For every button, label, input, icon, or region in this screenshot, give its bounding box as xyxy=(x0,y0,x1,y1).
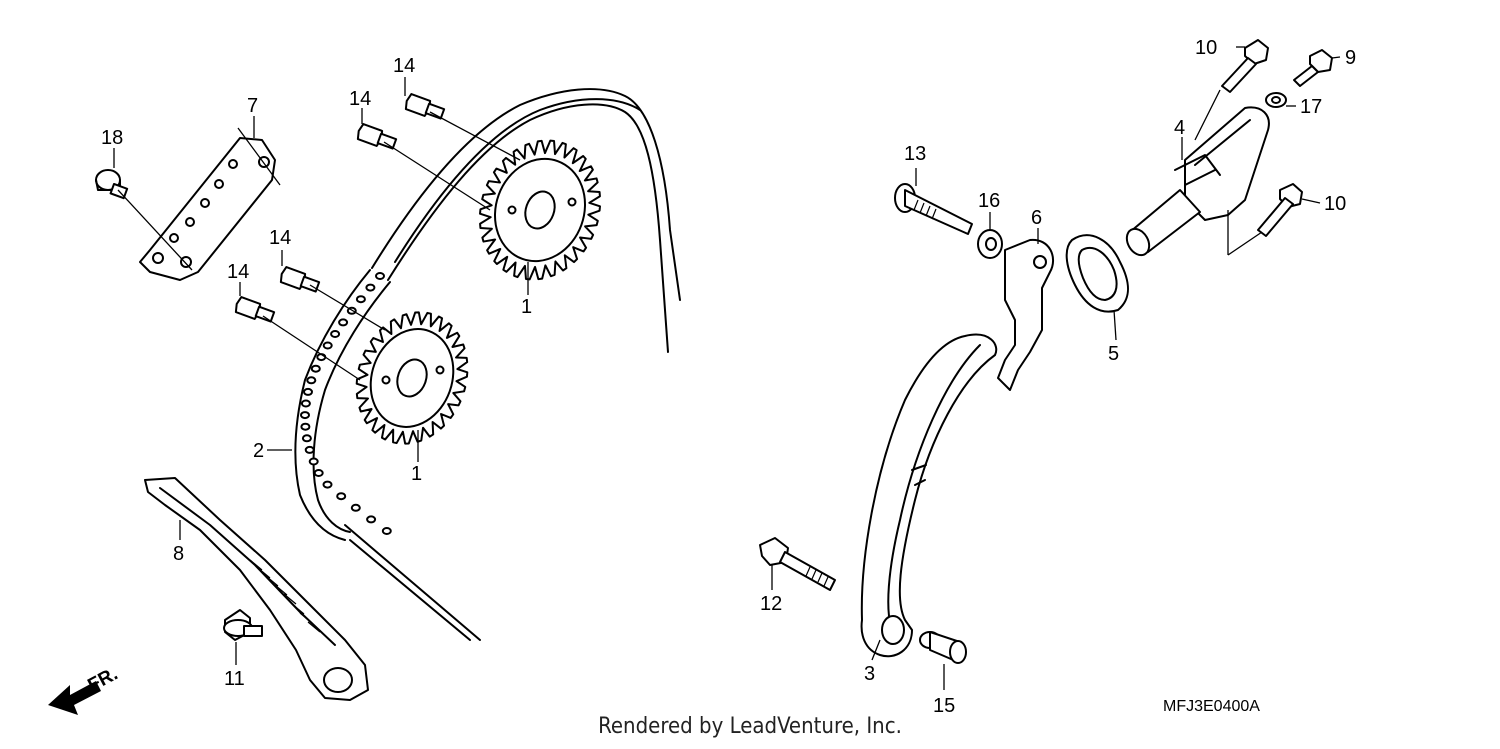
callout-10-upper: 10 xyxy=(1195,37,1217,59)
diagram-code: MFJ3E0400A xyxy=(1163,698,1260,715)
bolt-9 xyxy=(1293,49,1333,87)
callout-14-a: 14 xyxy=(393,55,415,77)
cam-sprocket-upper xyxy=(479,139,601,281)
bolt-11 xyxy=(223,609,263,641)
callout-6: 6 xyxy=(1031,207,1042,229)
callout-15: 15 xyxy=(933,695,955,717)
bolt-12 xyxy=(759,537,836,591)
callout-11: 11 xyxy=(224,668,245,690)
callout-3: 3 xyxy=(864,663,875,685)
callout-17: 17 xyxy=(1300,96,1322,118)
callout-10-lower: 10 xyxy=(1324,193,1346,215)
callout-12: 12 xyxy=(760,593,782,615)
callout-14-c: 14 xyxy=(269,227,291,249)
cam-chain xyxy=(294,88,681,641)
callout-18: 18 xyxy=(101,127,123,149)
tensioner-lifter xyxy=(1125,106,1270,257)
callout-7: 7 xyxy=(247,95,258,117)
bolt-10-upper xyxy=(1221,39,1269,93)
chain-guide-8 xyxy=(144,477,369,701)
bolt-10-lower xyxy=(1257,183,1303,237)
collar-15 xyxy=(919,631,967,664)
bolt-13 xyxy=(894,183,973,235)
front-arrow-icon xyxy=(48,681,101,715)
callout-1-lower: 1 xyxy=(411,463,422,485)
callout-5: 5 xyxy=(1108,343,1119,365)
callout-8: 8 xyxy=(173,543,184,565)
washer-16 xyxy=(977,229,1003,259)
callout-14-b: 14 xyxy=(349,88,371,110)
callout-2: 2 xyxy=(253,440,264,462)
callout-1-upper: 1 xyxy=(521,296,532,318)
callout-13: 13 xyxy=(904,143,926,165)
tensioner-arm xyxy=(860,333,998,658)
gasket-5 xyxy=(1065,234,1129,313)
callout-16: 16 xyxy=(978,190,1000,212)
tensioner-bracket xyxy=(997,238,1055,391)
credit-line: Rendered by LeadVenture, Inc. xyxy=(598,714,902,739)
leader-lines xyxy=(113,46,1341,690)
washer-17 xyxy=(1265,92,1287,108)
callout-4: 4 xyxy=(1174,117,1185,139)
bolt-14-group xyxy=(234,93,446,323)
chain-guide-plate xyxy=(139,137,276,281)
callout-9: 9 xyxy=(1345,47,1356,69)
callout-14-d: 14 xyxy=(227,261,249,283)
